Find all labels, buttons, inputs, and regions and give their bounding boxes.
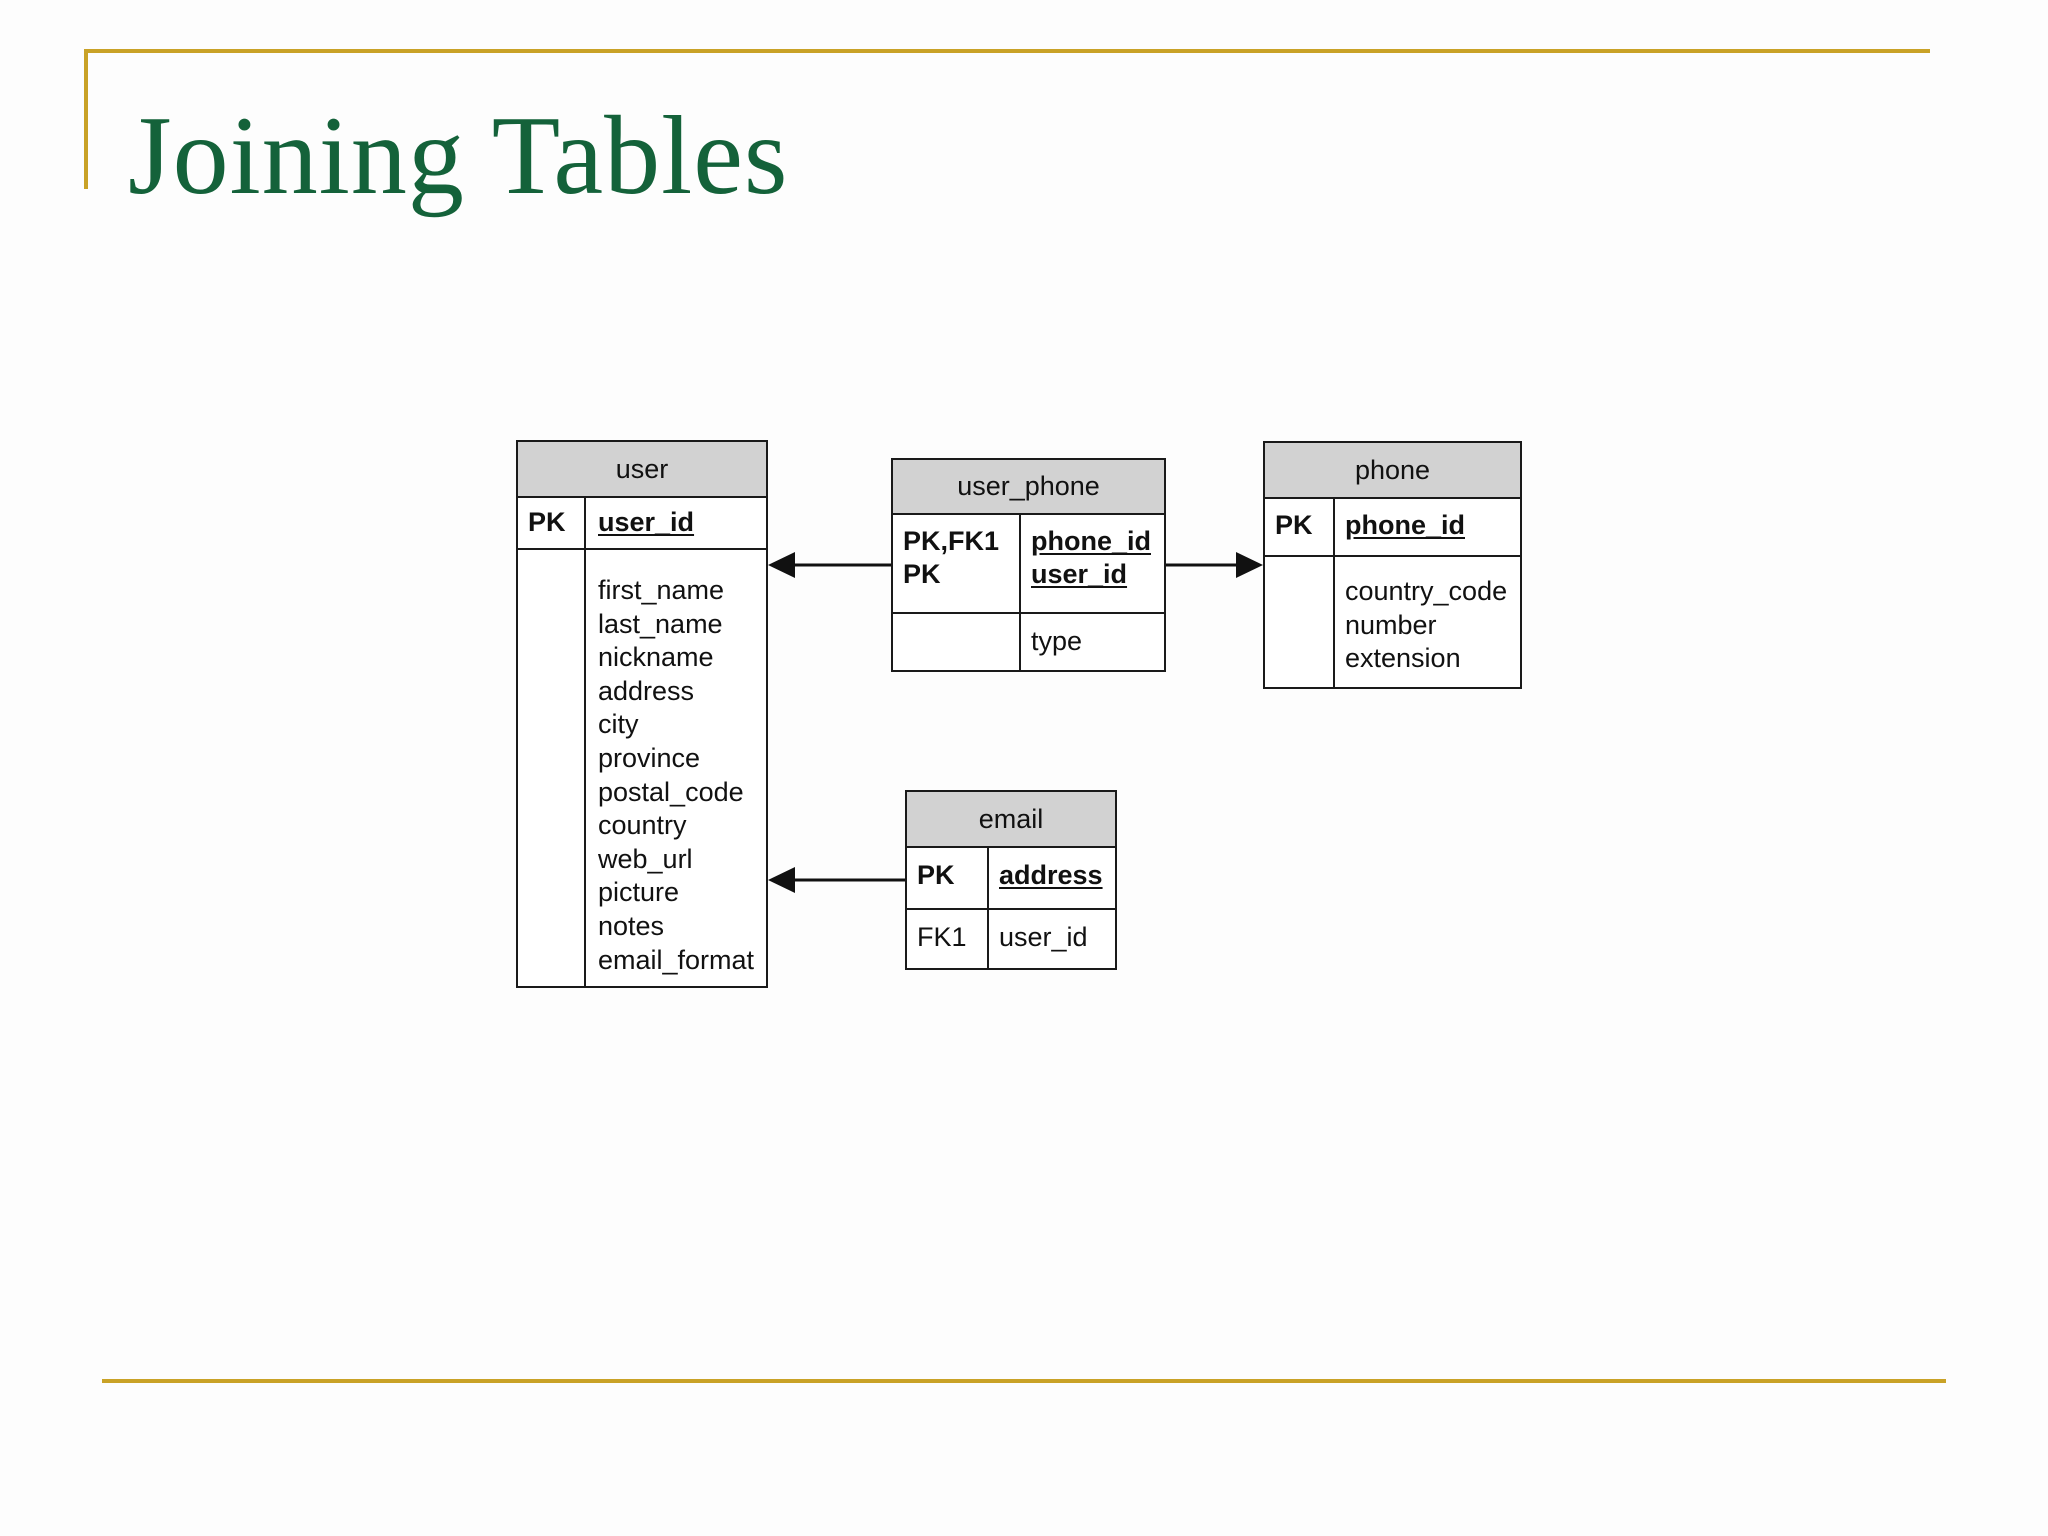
user-phone-pk-label: PK [903,559,941,589]
user-phone-phone-id-field: phone_id [1031,526,1151,556]
user-phone-key-fields: phone_id user_id [1031,525,1151,591]
phone-field: number [1345,609,1437,640]
user-phone-type-field: type [1031,626,1083,656]
user-phone-entity: user_phone PK,FK1 PK phone_id user_id ty… [891,458,1166,672]
user-column-divider [584,496,586,986]
phone-entity-header: phone [1265,443,1520,499]
user-phone-user-id-field: user_id [1031,559,1128,589]
user-field: address [598,675,695,706]
user-field: postal_code [598,776,744,807]
user-phone-column-divider [1019,513,1021,670]
user-phone-key-divider [893,612,1164,614]
email-column-divider [987,846,989,968]
user-phone-to-user-arrowhead [768,552,795,578]
phone-field: extension [1345,643,1461,674]
user-phone-key-labels: PK,FK1 PK [903,525,999,591]
email-fk-label: FK1 [917,922,967,952]
email-fk-field: user_id [999,922,1088,952]
phone-key-divider [1265,555,1520,557]
email-to-user-arrowhead [768,867,795,893]
user-field: country [598,810,687,841]
phone-column-divider [1333,497,1335,687]
email-pk-label: PK [917,860,955,890]
user-field: nickname [598,642,714,673]
user-field: email_format [598,944,755,975]
bottom-rule [102,1379,1946,1383]
user-field: city [598,709,639,740]
user-pk-field: user_id [598,507,695,537]
user-phone-pk-fk-label: PK,FK1 [903,526,1000,556]
page-title: Joining Tables [128,94,789,218]
email-pk-field: address [999,860,1103,890]
user-field: picture [598,877,680,908]
phone-pk-field: phone_id [1345,510,1465,540]
phone-pk-label: PK [1275,510,1313,540]
user-entity-header: user [518,442,766,498]
user-field: web_url [598,843,693,874]
user-key-divider [518,548,766,550]
user-field: province [598,742,701,773]
email-key-divider [907,908,1115,910]
left-rule [84,49,88,189]
top-rule [84,49,1930,53]
email-entity-header: email [907,792,1115,848]
user-field: first_name [598,575,725,605]
email-entity: email PK address FK1 user_id [905,790,1117,970]
user-phone-to-phone-arrowhead [1236,552,1263,578]
user-pk-label: PK [528,507,566,537]
user-phone-entity-header: user_phone [893,460,1164,515]
user-field: last_name [598,608,723,639]
phone-field: country_code [1345,576,1508,606]
user-field: notes [598,910,665,941]
